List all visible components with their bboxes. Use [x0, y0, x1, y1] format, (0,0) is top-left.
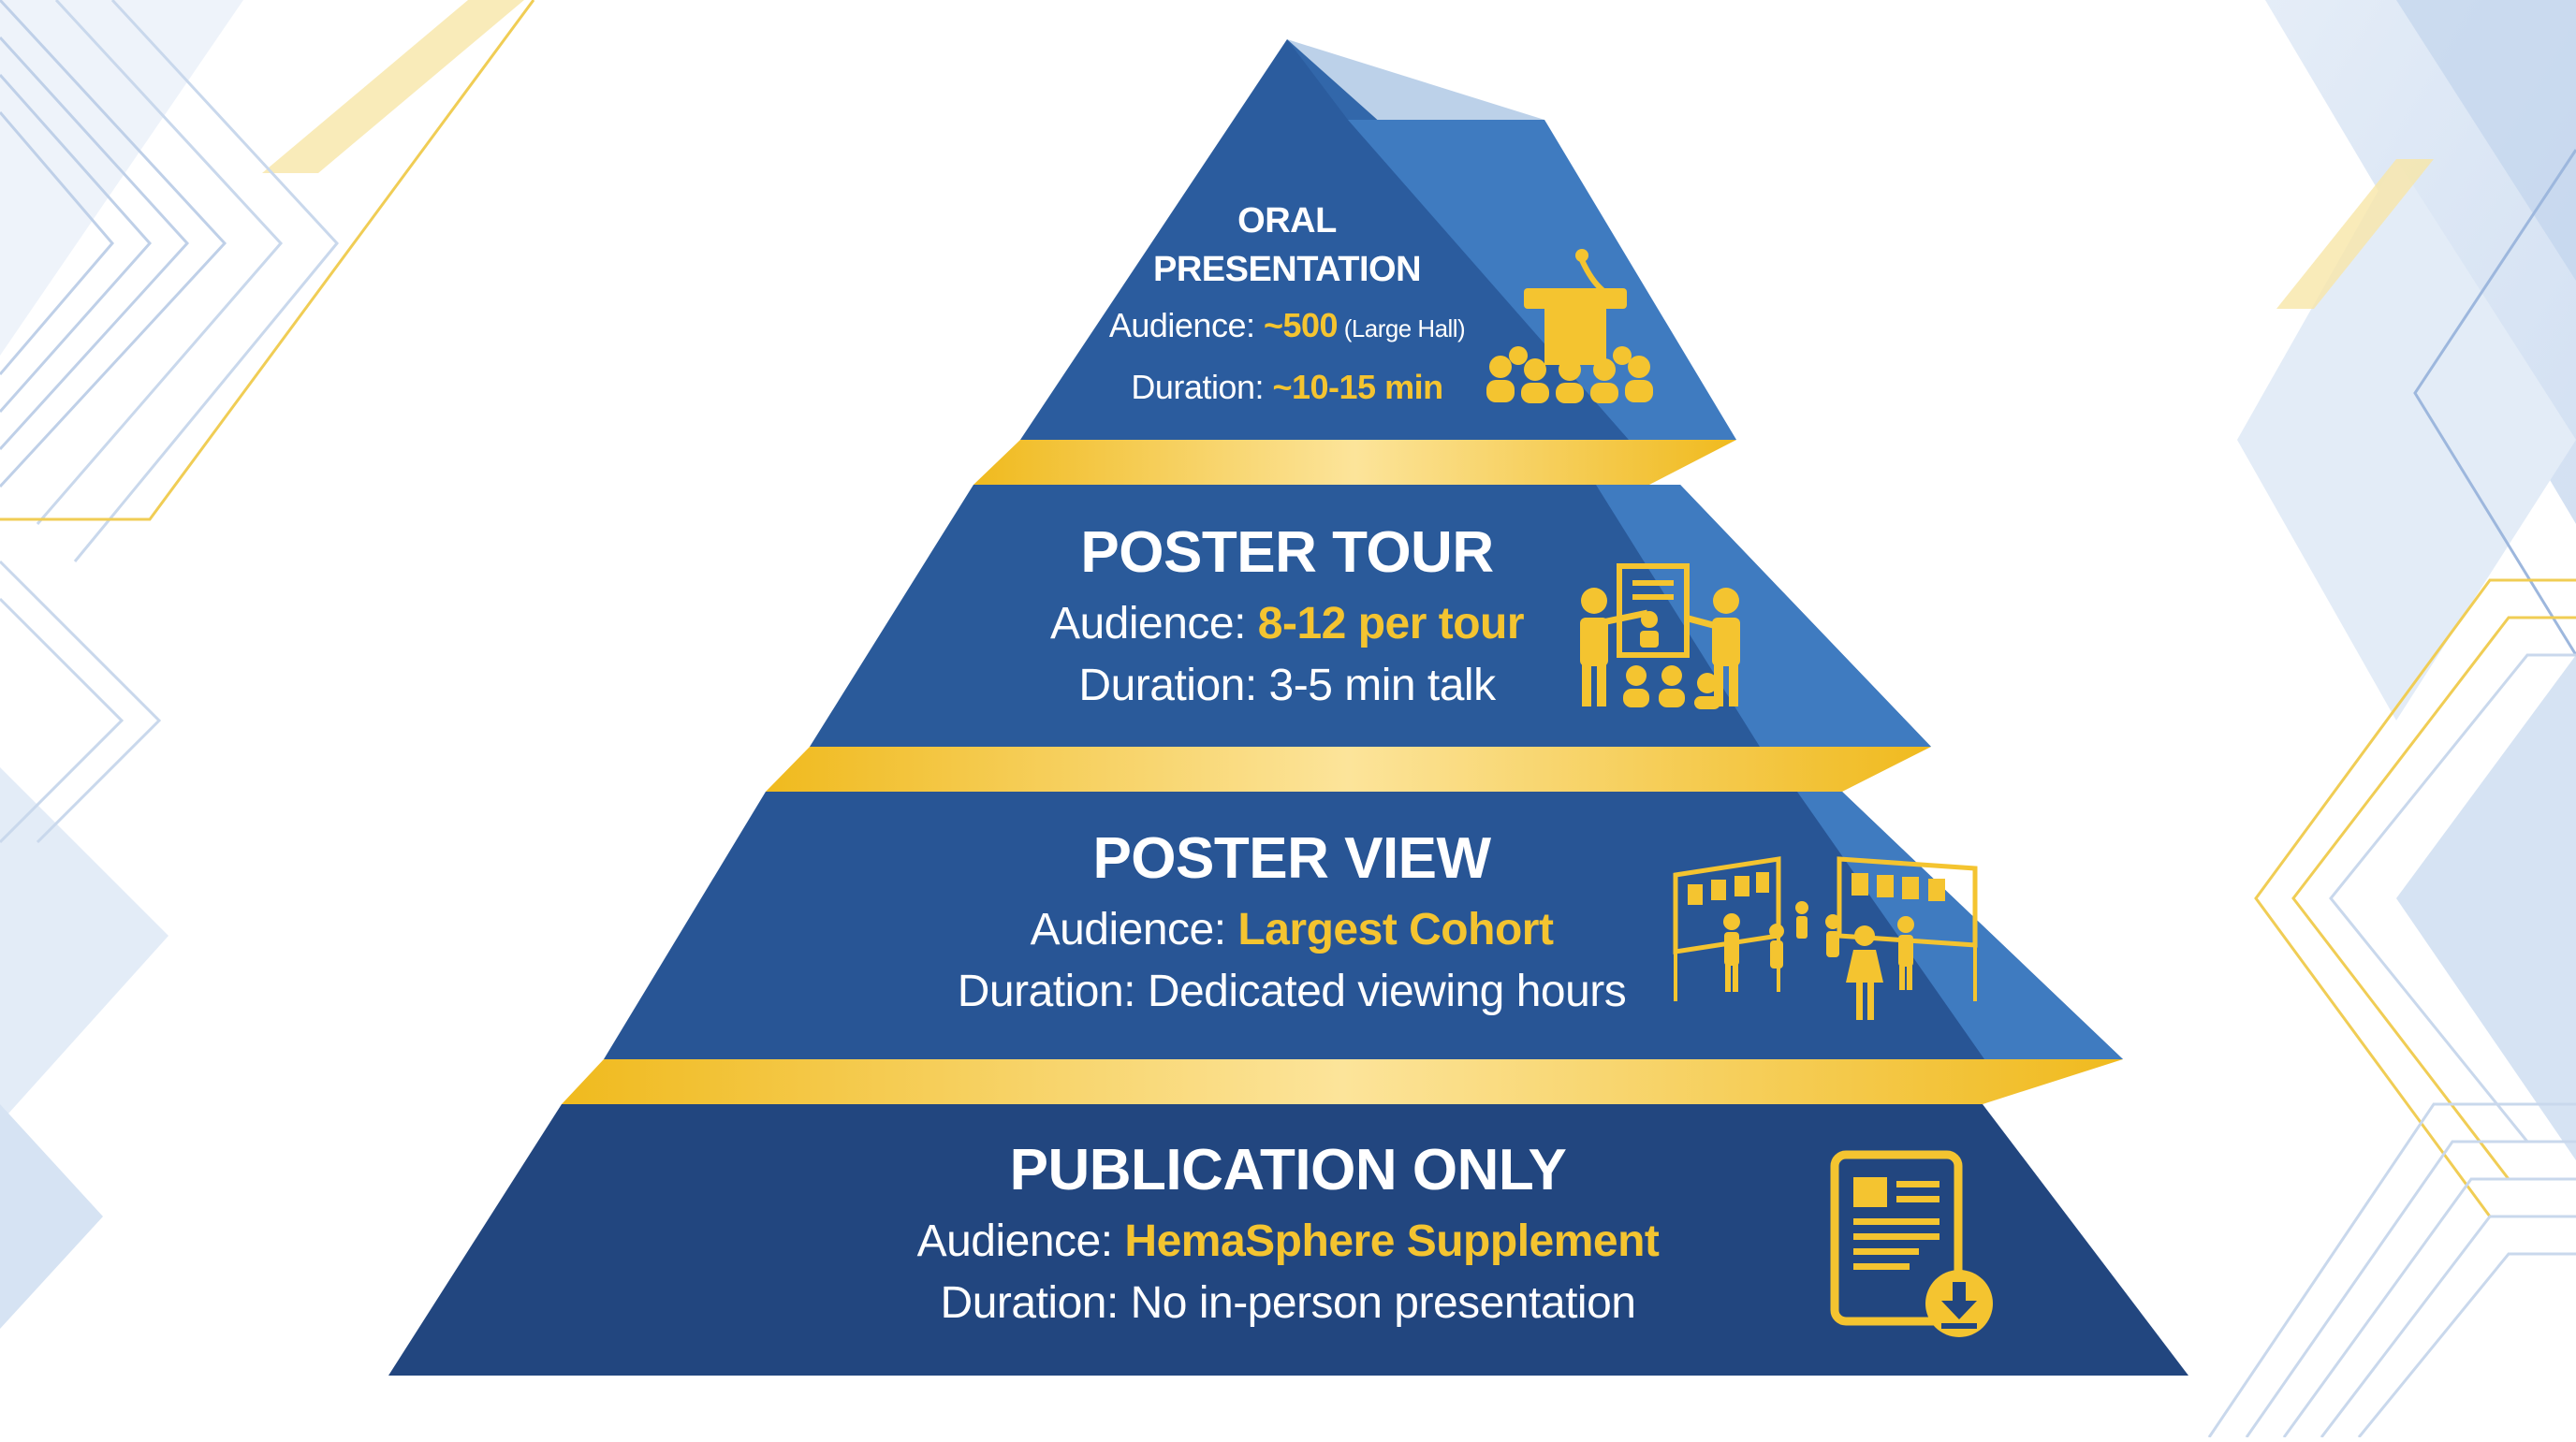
audience-value: ~500 [1263, 306, 1339, 344]
duration-value: ~10-15 min [1272, 368, 1443, 406]
tier-audience: Audience: Largest Cohort [824, 899, 1760, 961]
tier-audience: Audience: ~500 (Large Hall) [1048, 299, 1526, 356]
tier-audience: Audience: 8-12 per tour [936, 593, 1638, 655]
tier-poster-view-text: POSTER VIEW Audience: Largest Cohort Dur… [824, 819, 1760, 1023]
tier-poster-view [604, 792, 2123, 1059]
audience-label: Audience: [916, 1216, 1125, 1266]
tier-oral-text: ORAL PRESENTATION Audience: ~500 (Large … [1048, 195, 1526, 414]
tier-title: PRESENTATION [1152, 250, 1422, 289]
tablet-download-icon [1830, 1150, 1993, 1337]
audience-value: HemaSphere Supplement [1124, 1216, 1660, 1266]
tier-title: PUBLICATION ONLY [1009, 1138, 1567, 1202]
tier-title: ORAL [1237, 201, 1337, 240]
tier-duration: Duration: No in-person presentation [940, 1278, 1636, 1328]
gold-ribbon-3 [562, 1059, 2123, 1104]
audience-label: Audience: [1030, 905, 1238, 954]
tier-duration: Duration: 3-5 min talk [1078, 661, 1496, 710]
tier-publication-only-text: PUBLICATION ONLY Audience: HemaSphere Su… [773, 1130, 1803, 1334]
audience-label: Audience: [1049, 599, 1258, 648]
audience-value: Largest Cohort [1237, 905, 1554, 954]
tier-title: POSTER TOUR [1080, 520, 1494, 585]
presenter-poster-icon [1580, 563, 1740, 709]
background-decoration-right [2207, 0, 2576, 1438]
duration-label: Duration: [1131, 368, 1273, 406]
poster-hall-icon [1673, 856, 1978, 1020]
tier-poster-tour-text: POSTER TOUR Audience: 8-12 per tour Dura… [936, 513, 1638, 717]
background-decoration-left [0, 0, 535, 1329]
audience-label: Audience: [1108, 306, 1264, 344]
podium-audience-icon [1486, 249, 1653, 403]
gold-ribbon-1 [973, 440, 1736, 485]
tier-duration: Duration: ~10-15 min [1048, 361, 1526, 414]
tier-title: POSTER VIEW [1092, 826, 1491, 891]
tier-publication-only [388, 1104, 2188, 1376]
tier-duration: Duration: Dedicated viewing hours [957, 967, 1627, 1016]
audience-value: 8-12 per tour [1257, 599, 1525, 648]
gold-ribbon-2 [766, 747, 1931, 792]
tier-poster-tour [810, 485, 1931, 747]
audience-note: (Large Hall) [1338, 316, 1466, 342]
tier-audience: Audience: HemaSphere Supplement [773, 1211, 1803, 1273]
